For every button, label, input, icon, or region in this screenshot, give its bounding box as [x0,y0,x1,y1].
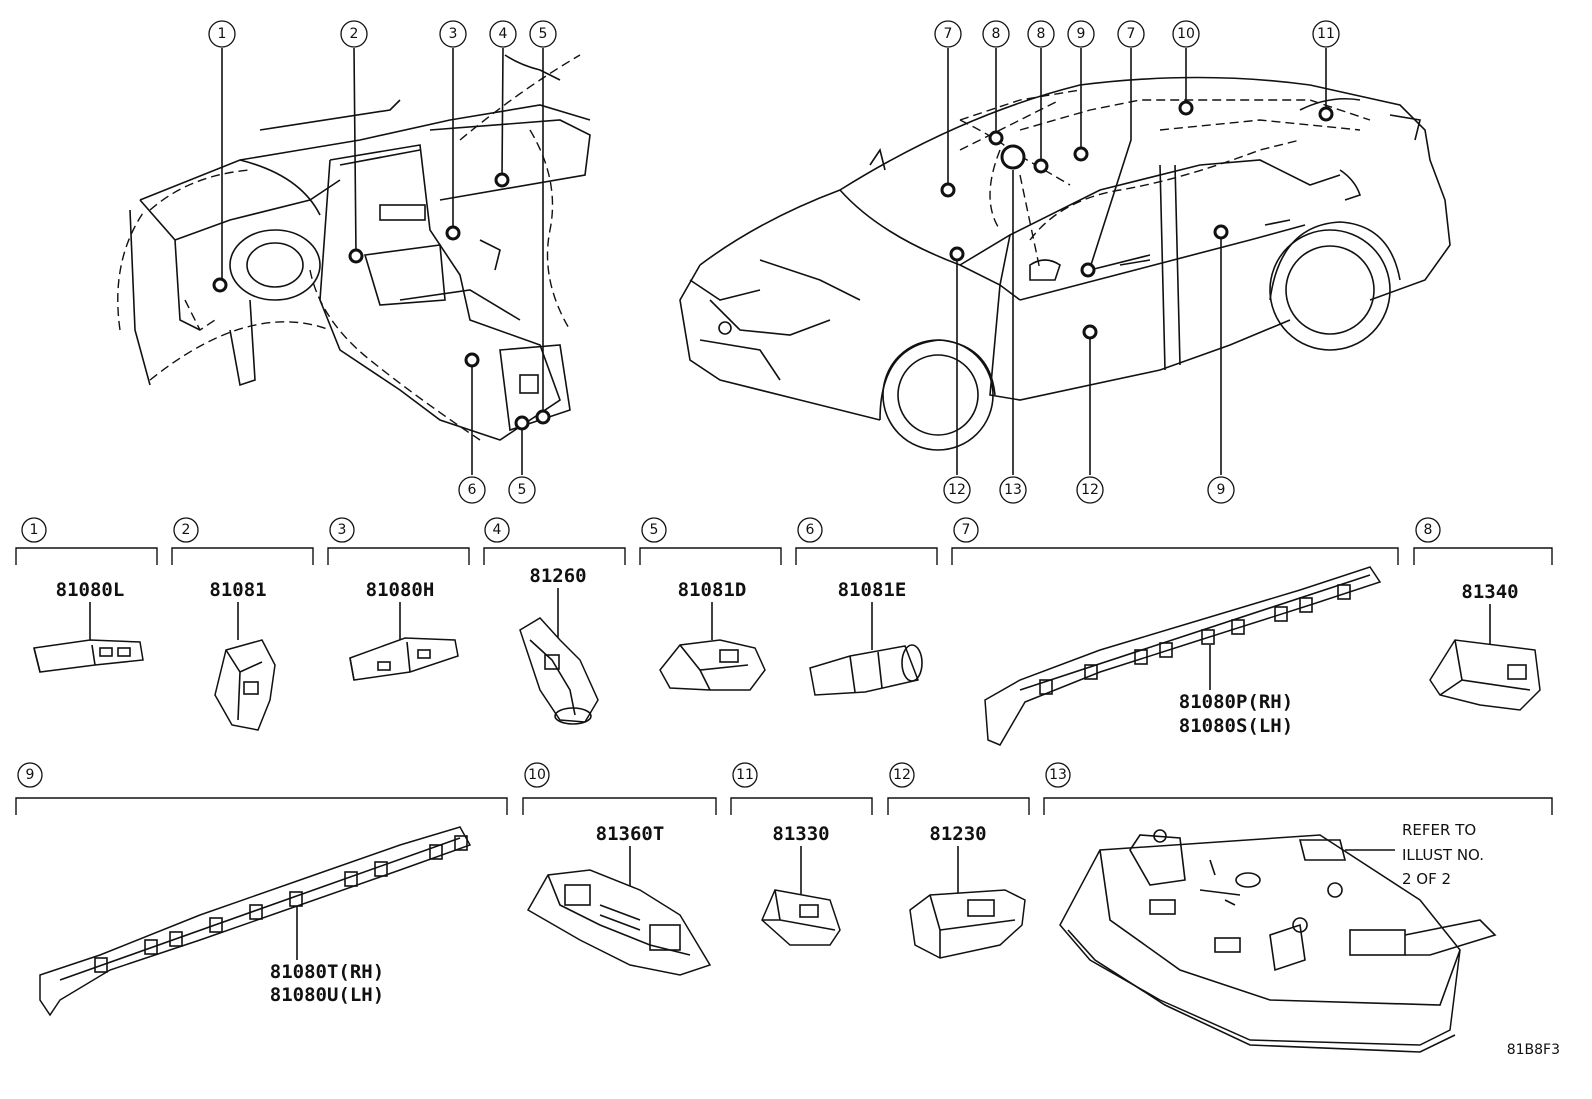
svg-text:10: 10 [528,767,546,783]
svg-text:81081: 81081 [209,579,266,601]
part-panel-3: 3 81080H [327,517,470,681]
callout-5-bottom: 5 [508,476,536,504]
svg-text:81230: 81230 [929,823,986,845]
interior-dashboard-illustration [117,54,591,441]
svg-text:1: 1 [218,26,227,42]
callout-5-top: 5 [529,20,557,48]
callout-10-top: 10 [1172,20,1200,48]
callout-3-top: 3 [439,20,467,48]
svg-text:5: 5 [650,522,659,538]
svg-text:11: 11 [1317,26,1335,42]
svg-text:2: 2 [182,522,191,538]
refer-note-line-3: 2 OF 2 [1402,870,1451,888]
svg-text:9: 9 [1077,26,1086,42]
svg-text:7: 7 [962,522,971,538]
svg-text:8: 8 [1424,522,1433,538]
svg-text:10: 10 [1177,26,1195,42]
svg-text:3: 3 [338,522,347,538]
svg-text:8: 8 [1037,26,1046,42]
svg-text:81330: 81330 [772,823,829,845]
callout-2-top: 2 [340,20,368,48]
callout-13-bottom: 13 [999,476,1027,504]
svg-text:81260: 81260 [529,565,586,587]
callout-4-top: 4 [489,20,517,48]
svg-text:1: 1 [30,522,39,538]
svg-text:8: 8 [992,26,1001,42]
svg-text:9: 9 [26,767,35,783]
callout-6-bottom: 6 [458,476,486,504]
part-panel-2: 2 81081 [171,517,314,731]
location-dots [212,100,1334,431]
svg-text:81080S(LH): 81080S(LH) [1179,715,1293,737]
part-panel-8: 8 81340 [1413,517,1553,711]
svg-text:5: 5 [539,26,548,42]
svg-text:81080P(RH): 81080P(RH) [1179,691,1293,713]
drawing-code: 81B8F3 [1507,1042,1560,1058]
callout-7-top-a: 7 [934,20,962,48]
part-panel-7: 7 81080P(RH) 81080S(LH) [951,517,1399,746]
svg-text:81081D: 81081D [678,579,747,601]
part-panel-6: 6 81081E [795,517,938,696]
svg-text:4: 4 [493,522,502,538]
car-exterior-illustration [679,76,1451,451]
svg-text:4: 4 [499,26,508,42]
callout-9-top: 9 [1067,20,1095,48]
svg-text:11: 11 [736,767,754,783]
svg-text:81080L: 81080L [56,579,125,601]
top-callouts: 1 2 3 4 5 6 5 7 8 8 9 7 10 11 12 13 12 9 [208,20,1340,504]
part-panel-12: 12 81230 [887,762,1030,959]
svg-text:5: 5 [518,482,527,498]
callout-1-top: 1 [208,20,236,48]
callout-8-top-b: 8 [1027,20,1055,48]
svg-text:13: 13 [1049,767,1067,783]
svg-text:9: 9 [1217,482,1226,498]
svg-text:81080T(RH): 81080T(RH) [270,961,384,983]
svg-text:13: 13 [1004,482,1022,498]
part-panel-10: 10 81360T [522,762,717,976]
svg-text:6: 6 [468,482,477,498]
part-panel-11: 11 81330 [730,762,873,946]
svg-text:81080U(LH): 81080U(LH) [270,984,384,1006]
svg-text:81080H: 81080H [366,579,435,601]
refer-note-line-2: ILLUST NO. [1402,846,1484,864]
svg-text:2: 2 [350,26,359,42]
svg-text:7: 7 [944,26,953,42]
part-panel-1: 1 81080L [15,517,158,673]
callout-8-top-a: 8 [982,20,1010,48]
callout-7-top-b: 7 [1117,20,1145,48]
callout-12-bottom-a: 12 [943,476,971,504]
svg-text:7: 7 [1127,26,1136,42]
svg-text:81081E: 81081E [838,579,907,601]
svg-text:3: 3 [449,26,458,42]
part-panel-4: 4 81260 [483,517,626,725]
part-panel-5: 5 81081D [639,517,782,691]
svg-text:12: 12 [1081,482,1099,498]
svg-text:81360T: 81360T [596,823,665,845]
svg-text:6: 6 [806,522,815,538]
leader-lines [221,47,1327,475]
refer-note-line-1: REFER TO [1402,821,1476,839]
svg-text:12: 12 [893,767,911,783]
callout-12-bottom-b: 12 [1076,476,1104,504]
callout-11-top: 11 [1312,20,1340,48]
svg-text:12: 12 [948,482,966,498]
svg-text:81340: 81340 [1461,581,1518,603]
part-panel-13: 13 REFER TO ILLUST NO. 2 OF 2 [1043,762,1553,1053]
callout-9-bottom: 9 [1207,476,1235,504]
part-panel-9: 9 81080T(RH) 81080U(LH) [15,762,508,1017]
